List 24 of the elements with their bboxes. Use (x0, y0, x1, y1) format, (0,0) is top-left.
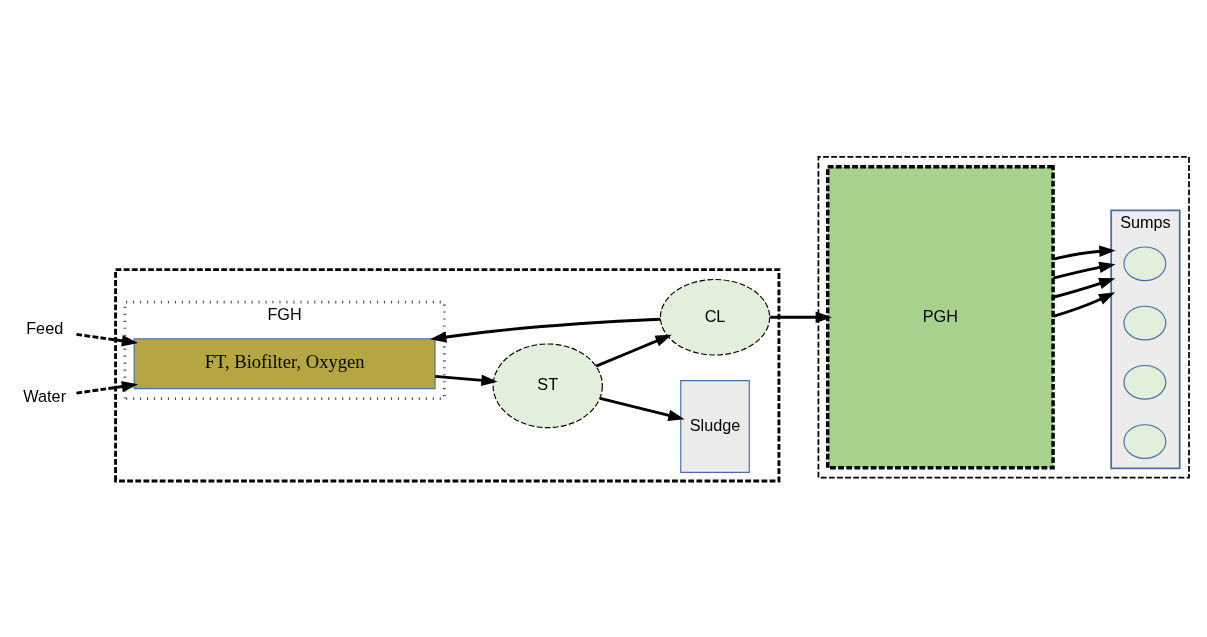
arrow (435, 374, 498, 386)
cluster: Sumps (1110, 209, 1181, 469)
cluster (114, 267, 781, 482)
node-ellipse: CL (659, 278, 771, 356)
arrow (76, 332, 139, 346)
node-circle (1123, 305, 1167, 340)
node-circle (1123, 364, 1167, 400)
arrow (76, 380, 139, 394)
arrow (1052, 261, 1116, 280)
arrow (599, 396, 685, 421)
arrow (770, 311, 832, 323)
arrow (1052, 245, 1116, 261)
node-text: Feed (26, 318, 64, 337)
arrow (1052, 291, 1116, 318)
node-box: PGH (825, 164, 1055, 469)
node-circle (1123, 245, 1167, 281)
arrow (1052, 277, 1116, 299)
node-circle (1123, 423, 1167, 459)
node-ellipse: ST (492, 342, 603, 428)
node-box: FT, Biofilter, Oxygen (133, 337, 436, 389)
arrow (430, 317, 661, 343)
node-box: Sludge (680, 379, 750, 473)
arrow (595, 334, 672, 367)
node-text: Water (23, 386, 67, 405)
